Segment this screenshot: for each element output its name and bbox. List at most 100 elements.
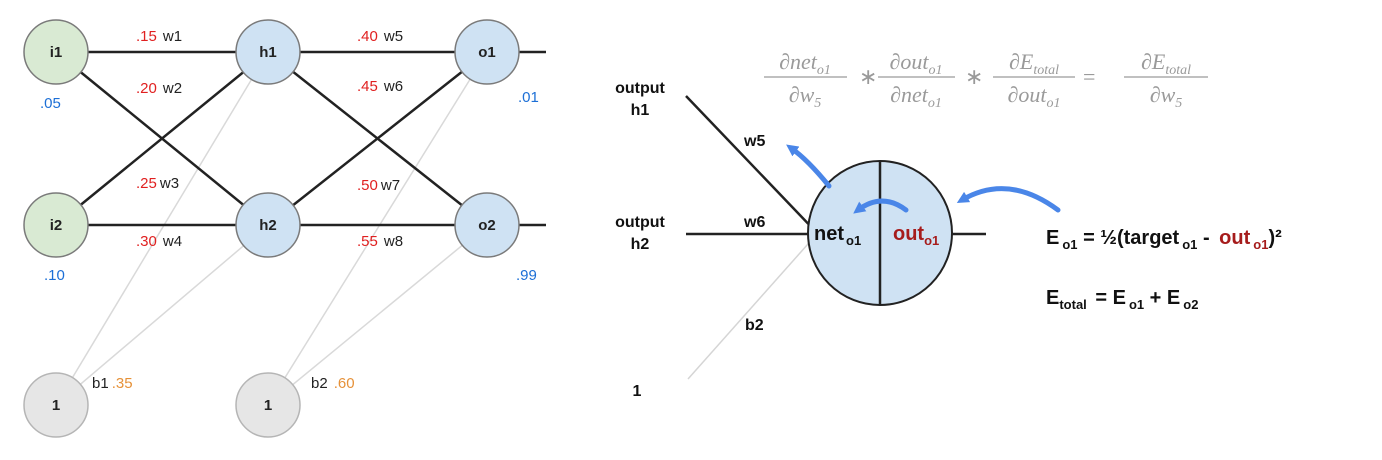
detail-net-label: net bbox=[814, 223, 844, 245]
node-label-h1: h1 bbox=[259, 44, 277, 61]
detail-out-sub: o1 bbox=[924, 233, 939, 248]
detail-edge-label-b2: b2 bbox=[745, 317, 764, 334]
node-label-o1: o1 bbox=[478, 44, 496, 61]
detail-edge-label-w6: w6 bbox=[743, 214, 765, 231]
svg-text:neto1: neto1 bbox=[814, 223, 861, 248]
etotal-plus: + E bbox=[1144, 287, 1180, 309]
eo1-mid: = ½(target bbox=[1078, 227, 1180, 249]
formula-frac3-den-sub: o1 bbox=[1046, 96, 1060, 111]
formula-frac1-num-sub: o1 bbox=[817, 63, 831, 78]
svg-text:∂outo1: ∂outo1 bbox=[1008, 82, 1061, 111]
svg-text:b1.35: b1.35 bbox=[92, 375, 133, 392]
svg-text:b2.60: b2 .60 bbox=[311, 375, 355, 392]
bias-value-b2: .60 bbox=[334, 375, 355, 392]
bias-value-b1: .35 bbox=[112, 375, 133, 392]
eo1-out-sub: o1 bbox=[1253, 237, 1268, 252]
input-value-i1: .05 bbox=[40, 95, 61, 112]
weight-name-w6: w6 bbox=[383, 78, 403, 95]
svg-text:∂w5: ∂w5 bbox=[789, 82, 822, 111]
node-values: .05 .10 .01 .99 b1.35 b2.60 bbox=[40, 89, 539, 392]
weight-value-w3: .25 bbox=[136, 175, 157, 192]
detail-edge-b2 bbox=[687, 234, 817, 380]
svg-text:∂Etotal: ∂Etotal bbox=[1141, 49, 1191, 78]
node-bias-1: 1 bbox=[23, 372, 89, 438]
node-i2: i2 bbox=[23, 192, 89, 258]
detail-input-h1-line2: h1 bbox=[631, 102, 650, 119]
edge-b2-o1 bbox=[267, 51, 488, 406]
etotal-mid: = E bbox=[1090, 287, 1126, 309]
edge-b1-h2 bbox=[55, 224, 269, 406]
formula-op1: ∗ bbox=[859, 64, 877, 89]
node-label-i2: i2 bbox=[50, 217, 63, 234]
detail-input-h2-line2: h2 bbox=[631, 236, 650, 253]
weight-value-w7: .50 bbox=[357, 177, 378, 194]
bias-node-label-2: 1 bbox=[264, 397, 272, 414]
formula-op2: ∗ bbox=[965, 64, 983, 89]
arrow-error-to-out bbox=[956, 186, 1061, 213]
target-value-o1: .01 bbox=[518, 89, 539, 106]
weight-name-w8: w8 bbox=[383, 233, 403, 250]
bias-connections bbox=[55, 51, 488, 406]
weight-value-w2: .20 bbox=[136, 80, 157, 97]
weight-name-w3: w3 bbox=[159, 175, 179, 192]
edge-b1-h1 bbox=[55, 51, 269, 406]
formula-frac2-den: ∂net bbox=[890, 82, 929, 107]
node-label-i1: i1 bbox=[50, 44, 63, 61]
edge-i2-h1 bbox=[55, 51, 269, 226]
bias-name-b2: b2 bbox=[311, 375, 328, 392]
eo1-out: out bbox=[1219, 227, 1250, 249]
eo1-close: )² bbox=[1268, 227, 1282, 249]
node-i1: i1 bbox=[23, 19, 89, 85]
weight-name-w4: w4 bbox=[162, 233, 182, 250]
formula-eq: = bbox=[1083, 64, 1095, 89]
formula-frac1-den: ∂w bbox=[789, 82, 815, 107]
svg-text:∂outo1: ∂outo1 bbox=[890, 49, 943, 78]
node-label-h2: h2 bbox=[259, 217, 277, 234]
formula-frac4-den-sub: 5 bbox=[1175, 96, 1182, 111]
detail-out-label: out bbox=[893, 223, 924, 245]
detail-net-sub: o1 bbox=[846, 233, 861, 248]
svg-text:∂Etotal: ∂Etotal bbox=[1009, 49, 1059, 78]
node-h1: h1 bbox=[235, 19, 301, 85]
formula-frac4-den: ∂w bbox=[1150, 82, 1176, 107]
formula-frac3-num-sub: total bbox=[1033, 63, 1059, 78]
etotal-E: E bbox=[1046, 287, 1059, 309]
arrow-out-to-net bbox=[853, 198, 909, 214]
svg-text:∂w5: ∂w5 bbox=[1150, 82, 1183, 111]
eo1-target-sub: o1 bbox=[1182, 237, 1197, 252]
detail-input-bias: 1 bbox=[633, 383, 642, 400]
weight-value-w6: .45 bbox=[357, 78, 378, 95]
arrow-net-to-w5 bbox=[786, 144, 832, 189]
weight-value-w4: .30 bbox=[136, 233, 157, 250]
bias-name-b1: b1 bbox=[92, 375, 109, 392]
etotal-sub: total bbox=[1059, 297, 1086, 312]
etotal-sub2: o2 bbox=[1183, 297, 1198, 312]
svg-text:∂neto1: ∂neto1 bbox=[890, 82, 942, 111]
formula-frac4-num-sub: total bbox=[1165, 63, 1191, 78]
formula-frac3-den: ∂out bbox=[1008, 82, 1048, 107]
detail-neuron bbox=[685, 95, 986, 380]
target-value-o2: .99 bbox=[516, 267, 537, 284]
weight-name-w7: w7 bbox=[380, 177, 400, 194]
network-nodes: i1 i2 h1 h2 o1 o2 1 1 bbox=[23, 19, 520, 438]
detail-edge-w5 bbox=[685, 95, 819, 235]
weight-value-w5: .40 bbox=[357, 28, 378, 45]
node-bias-2: 1 bbox=[235, 372, 301, 438]
formula-frac2-den-sub: o1 bbox=[928, 96, 942, 111]
detail-edge-label-w5: w5 bbox=[743, 133, 765, 150]
detail-input-h2-line1: output bbox=[615, 214, 665, 231]
formula-frac3-num: ∂E bbox=[1009, 49, 1034, 74]
weight-value-w1: .15 bbox=[136, 28, 157, 45]
weight-name-w2: w2 bbox=[162, 80, 182, 97]
formula-frac1-num: ∂net bbox=[779, 49, 818, 74]
